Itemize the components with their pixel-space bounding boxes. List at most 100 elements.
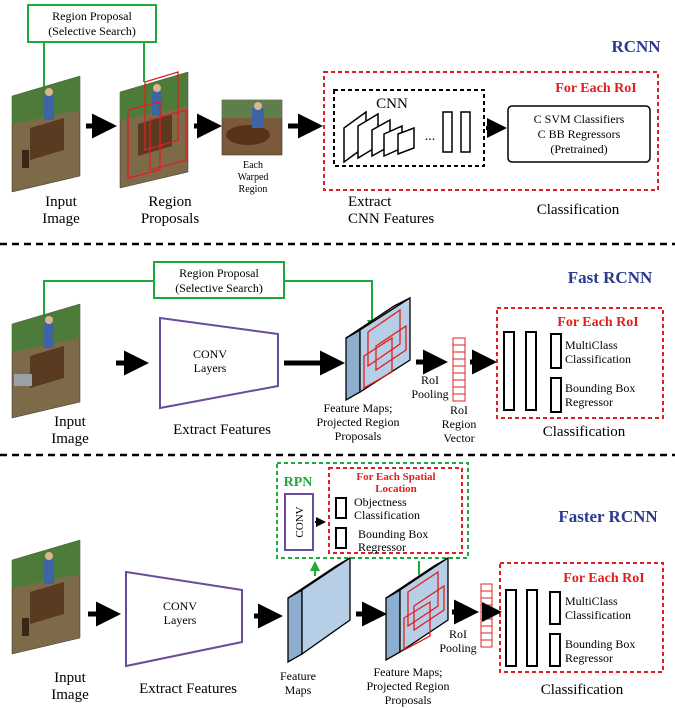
rcnn-roi-box [323,71,659,191]
roi-region-vector [452,337,466,402]
warped-region-label-3: Region [239,184,268,195]
region-proposals-label-2: Proposals [141,211,200,227]
input-image-label-2: Image [51,431,89,447]
faster-projected-feature-maps [385,556,449,662]
objectness-label: Objectness [354,495,407,509]
fast-feature-maps [345,296,411,402]
input-image-label-2: Image [51,687,89,703]
svm-label-2: C BB Regressors [538,127,621,141]
region-proposals-image [119,71,189,189]
green-connector [284,280,377,330]
roi-pooling-label-2: Pooling [439,641,476,655]
conv-label: CONV [163,599,197,613]
rpn-label: RPN [284,475,313,490]
roi-vector-label: RoI [450,403,468,417]
rpn-regressor-head [335,527,347,549]
fast-rp-label: Region Proposal [179,266,259,280]
objectness-label-2: Classification [354,508,420,522]
faster-feature-maps [287,556,351,664]
faster-rcnn-title: Faster RCNN [558,507,658,526]
rcnn-region-proposal-box [27,4,157,43]
faster-conv-layers [125,570,243,668]
feature-maps-label: Feature Maps; [374,665,443,679]
rcnn-roi-label: For Each RoI [555,81,636,96]
feature-maps-label-3: Proposals [385,693,432,707]
fc-layer [503,331,515,411]
extract-cnn-label-2: CNN Features [348,211,434,227]
multiclass-label-2: Classification [565,352,631,366]
cnn-dots: ... [425,129,436,144]
multiclass-label: MultiClass [565,594,618,608]
fc-layer [442,111,453,153]
fast-rcnn-section: Fast RCNN Region Proposal (Selective Sea… [11,261,664,447]
fast-conv-layers [159,316,279,410]
fast-rp-label-2: (Selective Search) [175,281,263,295]
cnn-layers [343,110,415,164]
input-image [11,303,81,419]
objectness-head [335,497,347,519]
faster-roi-label: For Each RoI [563,571,644,586]
input-image [11,539,81,655]
rcnn-section: RCNN Region Proposal (Selective Search) … [11,4,661,227]
feature-maps-short-label: Feature [280,669,316,683]
spatial-label: For Each Spatial [356,471,435,483]
rcnn-rp-label: Region Proposal [52,9,132,23]
feature-maps-label-2: Projected Region [367,679,450,693]
rcnn-title: RCNN [611,37,661,56]
input-image [11,75,81,193]
classifier-head [549,591,561,625]
fc-layer [526,589,538,667]
fc-layer [460,111,471,153]
fast-roi-box [496,307,664,419]
feature-maps-short-label-2: Maps [285,683,312,697]
rcnn-classification-label: Classification [537,202,620,218]
multiclass-label-2: Classification [565,608,631,622]
classifier-head [550,333,562,369]
cnn-box [333,89,485,167]
conv-label-2: Layers [194,361,227,375]
input-image-label: Input [45,194,77,210]
bbox-label-2: Regressor [565,651,613,665]
feature-maps-label-2: Projected Region [317,415,400,429]
regressor-head [550,377,562,413]
regressor-head [549,633,561,667]
fc-layer [525,331,537,411]
region-proposals-label: Region [148,194,192,210]
rpn-box [276,462,469,559]
feature-maps-label-3: Proposals [335,429,382,443]
warped-region-label: Each [243,160,263,171]
rpn-conv-label: CONV [294,506,306,537]
fast-roi-label: For Each RoI [557,315,638,330]
faster-extract-features-label: Extract Features [139,681,237,697]
roi-pooling-label: RoI [421,373,439,387]
rcnn-rp-label-2: (Selective Search) [48,24,136,38]
faster-classification-label: Classification [541,682,624,698]
roi-region-vector [480,583,493,648]
input-image-label-2: Image [42,211,80,227]
conv-label: CONV [193,347,227,361]
feature-maps-label: Feature Maps; [324,401,393,415]
conv-label-2: Layers [164,613,197,627]
rpn-bbox-label: Bounding Box [358,527,428,541]
fc-layer [505,589,517,667]
rpn-conv [284,493,314,551]
green-connector [43,280,154,330]
roi-vector-label-2: Region [442,417,477,431]
svm-box [507,105,651,163]
roi-pooling-label: RoI [449,627,467,641]
bbox-label-2: Regressor [565,395,613,409]
fast-region-proposal-box [153,261,285,299]
input-image-label: Input [54,414,86,430]
svm-label: C SVM Classifiers [534,112,625,126]
fast-extract-features-label: Extract Features [173,422,271,438]
fast-rcnn-title: Fast RCNN [568,268,653,287]
cnn-label: CNN [376,96,408,112]
faster-roi-box [499,562,664,673]
svm-label-3: (Pretrained) [550,142,607,156]
multiclass-label: MultiClass [565,338,618,352]
spatial-label-2: Location [375,483,417,495]
fast-classification-label: Classification [543,424,626,440]
roi-pooling-label-2: Pooling [411,387,448,401]
bbox-label: Bounding Box [565,637,635,651]
rpn-bbox-label-2: Regressor [358,540,406,554]
